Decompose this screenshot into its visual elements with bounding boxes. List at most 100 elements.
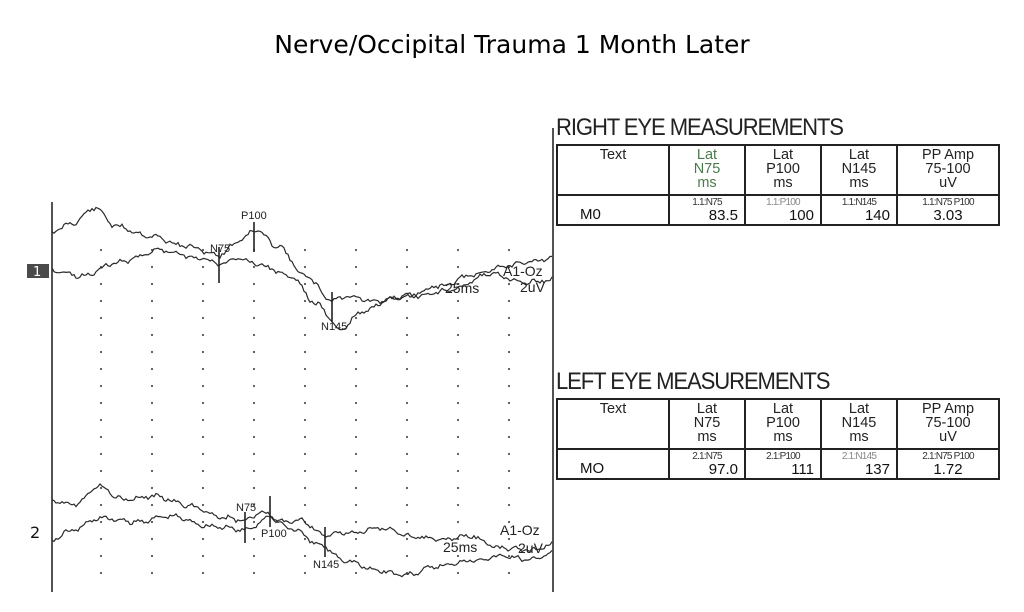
grid-dot bbox=[150, 554, 154, 558]
grid-dot bbox=[303, 537, 307, 541]
header-lat-n145: Lat N145 ms bbox=[820, 144, 898, 196]
grid-dot bbox=[252, 435, 256, 439]
right-eye-table: Text Lat N75 ms Lat P100 ms Lat N145 ms … bbox=[556, 144, 1000, 226]
grid-dot bbox=[252, 537, 256, 541]
grid-dot bbox=[303, 571, 307, 575]
grid-dot bbox=[201, 367, 205, 371]
grid-dot bbox=[201, 299, 205, 303]
sublabel-n75: 1.1:N75 bbox=[692, 197, 722, 208]
grid-dot bbox=[150, 384, 154, 388]
grid-dot bbox=[456, 401, 460, 405]
header-lat-n75: Lat N75 ms bbox=[668, 144, 746, 196]
grid-dot bbox=[150, 265, 154, 269]
left-eye-title: LEFT EYE MEASUREMENTS bbox=[556, 368, 830, 395]
grid-dot bbox=[507, 486, 511, 490]
grid-dot bbox=[405, 486, 409, 490]
grid-dot bbox=[201, 333, 205, 337]
grid-dot bbox=[252, 333, 256, 337]
grid-dot bbox=[99, 469, 103, 473]
grid-dot bbox=[405, 520, 409, 524]
grid-dot bbox=[507, 452, 511, 456]
grid-dot bbox=[354, 367, 358, 371]
grid-dot bbox=[354, 537, 358, 541]
ch1-n75-label: N75 bbox=[210, 243, 230, 255]
grid-dot bbox=[354, 554, 358, 558]
grid-dot bbox=[507, 265, 511, 269]
grid-dot bbox=[150, 537, 154, 541]
grid-dot bbox=[99, 350, 103, 354]
ch1-p100-label: P100 bbox=[241, 210, 267, 222]
grid-dot bbox=[507, 384, 511, 388]
grid-dot bbox=[99, 248, 103, 252]
grid-dot bbox=[150, 418, 154, 422]
grid-dot bbox=[354, 384, 358, 388]
grid-dot bbox=[354, 248, 358, 252]
grid-dot bbox=[99, 435, 103, 439]
header-pp-amp: PP Amp 75-100 uV bbox=[896, 398, 1000, 450]
ch1-amp-scale: 2uV bbox=[520, 279, 546, 295]
grid-dot bbox=[354, 350, 358, 354]
grid-dot bbox=[303, 367, 307, 371]
grid-dot bbox=[252, 299, 256, 303]
table-header-row: Text Lat N75 ms Lat P100 ms Lat N145 ms … bbox=[556, 398, 1000, 450]
left-eye-measurements: LEFT EYE MEASUREMENTS Text Lat N75 ms La… bbox=[556, 368, 1000, 480]
row-label: M0 bbox=[580, 206, 601, 223]
ch2-n75-label: N75 bbox=[236, 502, 256, 514]
grid-dot bbox=[201, 469, 205, 473]
grid-dot bbox=[201, 350, 205, 354]
grid-dot bbox=[99, 401, 103, 405]
grid-dot bbox=[456, 571, 460, 575]
grid-dot bbox=[99, 520, 103, 524]
grid-dot bbox=[303, 435, 307, 439]
grid-dot bbox=[252, 418, 256, 422]
grid-dot bbox=[405, 367, 409, 371]
grid-dot bbox=[303, 401, 307, 405]
grid-dot bbox=[507, 350, 511, 354]
grid-dot bbox=[303, 316, 307, 320]
table-header-row: Text Lat N75 ms Lat P100 ms Lat N145 ms … bbox=[556, 144, 1000, 196]
grid-dot bbox=[303, 486, 307, 490]
grid-dot bbox=[507, 282, 511, 286]
grid-dot bbox=[99, 367, 103, 371]
grid-dot bbox=[456, 333, 460, 337]
grid-dot bbox=[354, 299, 358, 303]
grid-dot bbox=[303, 333, 307, 337]
grid-dot bbox=[354, 503, 358, 507]
channel-2-trace-b bbox=[51, 513, 553, 578]
grid-dot bbox=[201, 503, 205, 507]
grid-dot bbox=[201, 248, 205, 252]
grid-dot bbox=[507, 333, 511, 337]
grid-dot bbox=[405, 265, 409, 269]
value-n75: 83.5 bbox=[708, 207, 738, 224]
grid-dot bbox=[201, 554, 205, 558]
grid-dot bbox=[252, 452, 256, 456]
grid-dot bbox=[456, 469, 460, 473]
grid-dot bbox=[405, 418, 409, 422]
grid-dot bbox=[201, 452, 205, 456]
ch2-montage: A1-Oz bbox=[500, 522, 540, 538]
grid-dot bbox=[150, 435, 154, 439]
grid-dot bbox=[405, 350, 409, 354]
grid-dot bbox=[354, 571, 358, 575]
grid-dot bbox=[405, 333, 409, 337]
ch2-time-scale: 25ms bbox=[443, 539, 477, 555]
grid-dot bbox=[150, 520, 154, 524]
channel-2-trace-a bbox=[51, 482, 553, 553]
grid-dot bbox=[456, 554, 460, 558]
value-p100: 111 bbox=[791, 461, 814, 478]
grid-dot bbox=[150, 469, 154, 473]
grid-dot bbox=[150, 316, 154, 320]
header-lat-n145: Lat N145 ms bbox=[820, 398, 898, 450]
grid-dot bbox=[456, 265, 460, 269]
grid-dot bbox=[456, 503, 460, 507]
grid-dot bbox=[354, 265, 358, 269]
grid-dot bbox=[507, 554, 511, 558]
grid-dot bbox=[99, 503, 103, 507]
grid-dot bbox=[99, 418, 103, 422]
grid-dot bbox=[354, 418, 358, 422]
grid-dot bbox=[354, 333, 358, 337]
grid-dot bbox=[99, 571, 103, 575]
grid-dot bbox=[99, 452, 103, 456]
